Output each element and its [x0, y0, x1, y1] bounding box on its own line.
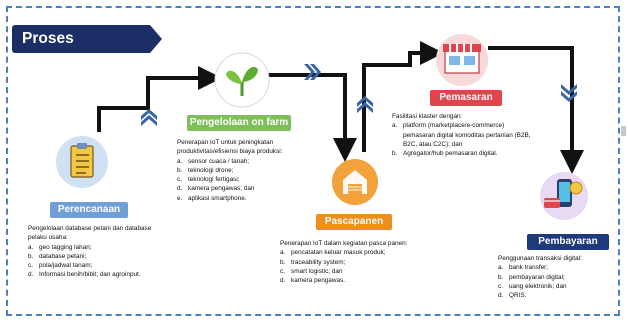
stage-intro: Pengelolaan database petani dan database… — [28, 225, 152, 242]
stage-description-pengelolaan: Penerapan IoT untuk peningkatan produkti… — [177, 138, 307, 203]
flow-line-perencanaan-to-pengelolaan — [97, 66, 222, 132]
list-item: a.bank transfer; — [498, 264, 549, 272]
list-item: a.pencatatan keluar masuk produk; — [280, 249, 386, 257]
diagram-frame — [6, 6, 620, 316]
digital-payment-icon — [540, 172, 588, 220]
list-item: c.pola/jadwal tanam; — [28, 262, 93, 270]
list-item: d.kamera pengawas. — [280, 277, 345, 285]
chevron-down-icon — [561, 84, 577, 102]
list-item: d.kamera pengawas; dan — [177, 185, 255, 193]
warehouse-icon — [332, 159, 378, 205]
list-item: c.uang elektronik; dan — [498, 282, 567, 290]
plant-sprout-icon — [214, 52, 270, 108]
storefront-icon — [436, 34, 488, 86]
chevron-up-icon — [141, 109, 157, 126]
stage-description-pemasaran: Fasilitasi klaster dengan: a.platform (m… — [392, 112, 532, 158]
list-item: a.geo tagging lahan; — [28, 243, 92, 251]
list-item: a.sensor cuaca / tanah; — [177, 157, 250, 165]
list-item: b.traceability system; — [280, 258, 346, 266]
list-item: d.Informasi benih/bibit; dan agroinput. — [28, 271, 141, 279]
stage-label-pascapanen: Pascapanen — [316, 214, 392, 230]
chevron-up-icon — [357, 96, 373, 113]
list-item: c.teknologi fertigasi; — [177, 176, 240, 184]
stage-label-pembayaran: Pembayaran — [527, 234, 609, 250]
list-item: b.database petani; — [28, 252, 87, 260]
stage-label-pengelolaan: Pengelolaan on farm — [187, 115, 291, 131]
list-item: d.QRIS. — [498, 292, 527, 300]
list-item: b.teknologi drone; — [177, 166, 234, 174]
stage-description-pascapanen: Penerapan IoT dalam kegiatan pasca panen… — [280, 239, 448, 285]
list-item: b.pembayaran digital; — [498, 273, 565, 281]
flow-line-pascapanen-to-pemasaran — [362, 41, 444, 152]
stage-intro: Penggunaan transaksi digital: — [498, 255, 582, 262]
chevron-right-icon — [304, 64, 321, 80]
list-item: b.Agregator/hub pemasaran digital. — [392, 150, 498, 158]
flow-line-pemasaran-to-pembayaran — [488, 46, 584, 174]
scrollbar-thumb[interactable] — [621, 126, 626, 136]
stage-label-pemasaran: Pemasaran — [430, 90, 502, 106]
diagram-title: Proses Digitalisasi — [12, 25, 162, 75]
list-item: c.smart logistic; dan — [280, 267, 343, 275]
clipboard-checklist-icon — [56, 136, 108, 188]
stage-intro: Fasilitasi klaster dengan: — [392, 113, 463, 120]
stage-label-perencanaan: Perencanaan — [50, 202, 128, 218]
stage-intro: Penerapan IoT untuk peningkatan produkti… — [177, 139, 283, 156]
list-item: a.platform (marketplace/e-commerce) pema… — [392, 122, 531, 148]
stage-description-pembayaran: Penggunaan transaksi digital: a.bank tra… — [498, 254, 614, 300]
stage-description-perencanaan: Pengelolaan database petani dan database… — [28, 224, 156, 280]
stage-intro: Penerapan IoT dalam kegiatan pasca panen… — [280, 240, 408, 247]
list-item: e.aplikasi smartphone. — [177, 194, 247, 202]
flow-line-pengelolaan-to-pascapanen — [268, 73, 357, 162]
